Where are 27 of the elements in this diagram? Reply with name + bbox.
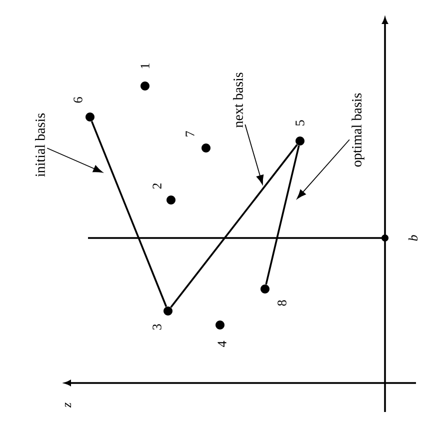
point-number: 8 xyxy=(278,300,286,306)
point-number: 7 xyxy=(186,131,194,136)
point-number: 2 xyxy=(152,183,162,189)
point-dot xyxy=(260,284,270,294)
callout-text: optimal basis xyxy=(352,93,364,167)
point-number: 6 xyxy=(74,97,82,103)
path-segment xyxy=(265,145,300,285)
point-number: 1 xyxy=(140,64,150,68)
point-dot xyxy=(296,136,304,146)
callout-text: initial basis xyxy=(35,113,45,177)
point-number: 4 xyxy=(218,340,226,347)
leader-arrow xyxy=(244,124,264,185)
callout-text: next basis xyxy=(233,72,243,128)
point-dot xyxy=(216,320,224,330)
leader-arrow xyxy=(46,148,103,173)
axis-label: b xyxy=(408,235,418,241)
point-dot xyxy=(86,112,94,122)
leader-arrow xyxy=(296,139,350,199)
point-dot xyxy=(166,195,176,204)
point-dot xyxy=(202,144,210,152)
path-segment xyxy=(170,144,298,308)
path-segment xyxy=(90,121,168,307)
point-number: 5 xyxy=(296,120,304,126)
point-dot xyxy=(164,306,172,316)
point-number: 3 xyxy=(152,324,162,330)
axis-label: z xyxy=(65,402,71,408)
point-dot xyxy=(140,82,150,90)
